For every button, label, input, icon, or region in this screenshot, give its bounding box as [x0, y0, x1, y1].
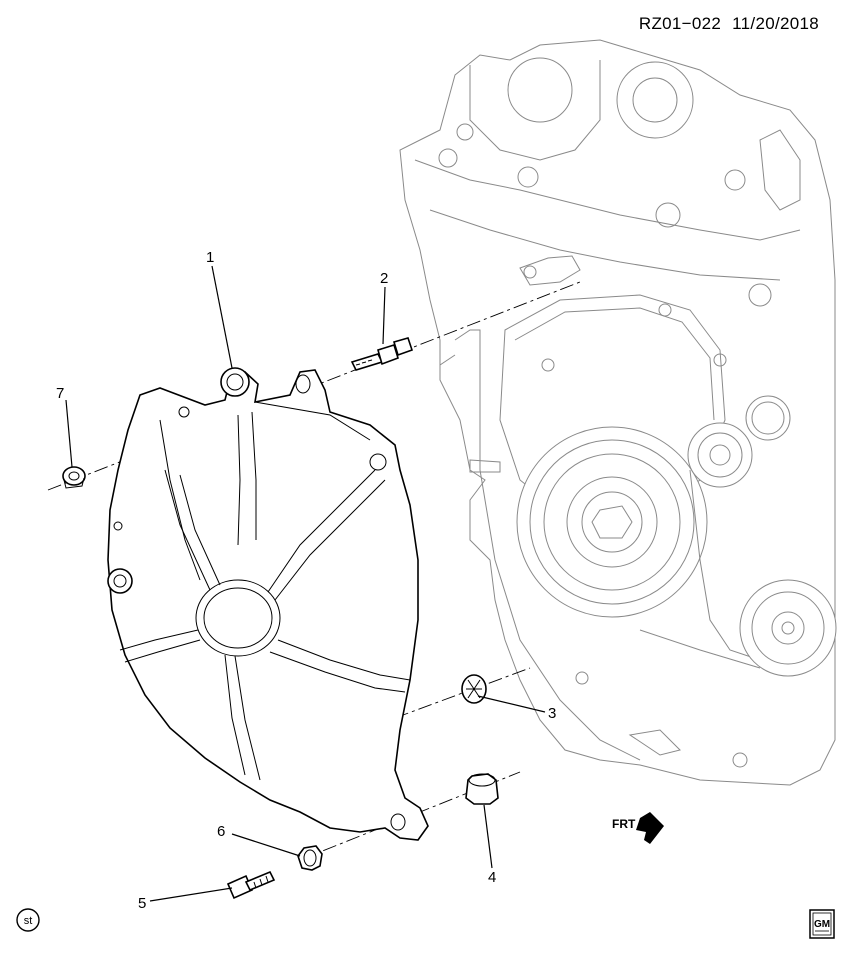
callout-7: 7 — [56, 385, 64, 402]
part-1-front-cover — [107, 367, 429, 841]
st-text: st — [24, 915, 33, 927]
st-circle-icon — [16, 908, 40, 932]
front-direction-marker: FRT — [612, 812, 664, 844]
callout-labels: 1 2 3 4 5 6 7 — [56, 249, 556, 912]
frt-text: FRT — [612, 817, 636, 831]
part-3-plug — [461, 674, 487, 704]
callout-1: 1 — [206, 249, 214, 266]
reference-date: 11/20/2018 — [732, 14, 819, 33]
part-4-bushing — [465, 773, 499, 805]
callout-5: 5 — [138, 895, 146, 912]
frt-arrow-icon — [636, 812, 664, 844]
diagram-reference: RZ01−022 11/20/2018 — [639, 14, 819, 34]
gm-logo: GM — [809, 909, 835, 939]
callout-4: 4 — [488, 869, 496, 886]
engine-block — [399, 39, 837, 786]
leader-lines — [65, 265, 546, 902]
gm-logo-text: GM — [814, 919, 830, 930]
part-7-nut — [62, 466, 86, 489]
callout-6: 6 — [217, 823, 225, 840]
callout-3: 3 — [548, 705, 556, 722]
st-badge: st — [16, 908, 40, 932]
reference-number: RZ01−022 — [638, 14, 722, 33]
gm-logo-frame — [809, 909, 835, 939]
part-2-stud — [350, 337, 414, 371]
callout-2: 2 — [380, 270, 388, 287]
part-6-spacer — [297, 845, 323, 871]
part-5-bolt — [226, 870, 276, 900]
